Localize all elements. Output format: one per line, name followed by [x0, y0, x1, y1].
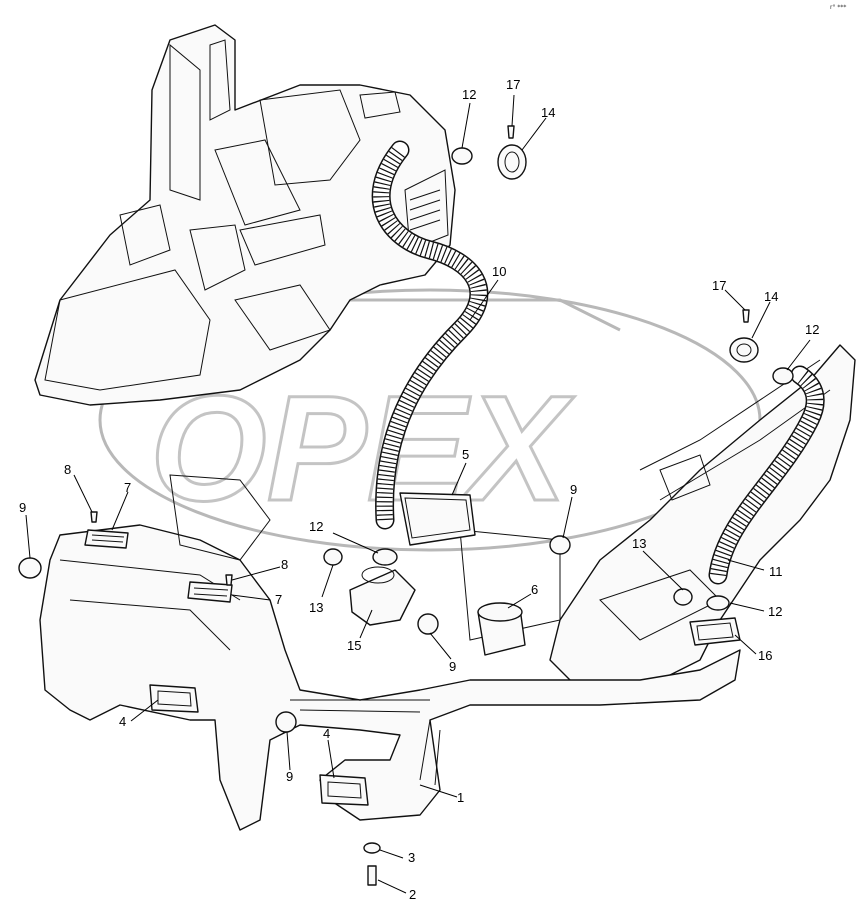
- clamp-12-center: [372, 548, 398, 566]
- callout-9-left: 9: [19, 500, 26, 515]
- callout-9-center: 9: [449, 659, 456, 674]
- filter-box-5: [399, 492, 476, 546]
- callout-7-lower: 7: [275, 592, 282, 607]
- callout-4-center: 4: [323, 726, 330, 741]
- hose-11: [708, 365, 825, 585]
- plug-9-center: [417, 613, 439, 635]
- screw-8-upper: [90, 511, 98, 523]
- outlet-4-center: [319, 774, 369, 806]
- vent-grille-7-upper: [84, 529, 129, 549]
- callout-6: 6: [531, 582, 538, 597]
- callout-10: 10: [492, 264, 506, 279]
- washer-3: [363, 842, 381, 854]
- leader-lines: [25, 94, 811, 894]
- callout-4-left: 4: [119, 714, 126, 729]
- outlet-4-left: [149, 684, 199, 713]
- grommet-14-upper: [497, 144, 527, 180]
- callout-9-right: 9: [570, 482, 577, 497]
- callout-12-lower: 12: [768, 604, 782, 619]
- callout-17-upper: 17: [506, 77, 520, 92]
- dashboard-housing: [34, 24, 456, 406]
- hose-10: [371, 140, 489, 530]
- callout-13-left: 13: [309, 600, 323, 615]
- callout-2: 2: [409, 887, 416, 902]
- cap-13-left: [323, 548, 343, 566]
- callout-16: 16: [758, 648, 772, 663]
- clamp-12-right: [772, 367, 794, 385]
- gasket-16: [689, 617, 741, 646]
- callout-8-lower: 8: [281, 557, 288, 572]
- callout-13-right: 13: [632, 536, 646, 551]
- small-parts: [18, 125, 794, 886]
- corner-mark: r° ***: [830, 4, 846, 11]
- callout-14-upper: 14: [541, 105, 555, 120]
- plug-9-right: [549, 535, 571, 555]
- callout-labels: 12 17 14 10 17 14 12 5 9 8 7 9 12 13 8 1…: [19, 77, 819, 902]
- elbow-15: [349, 566, 416, 626]
- callout-11: 11: [769, 564, 783, 579]
- clamp-12-lower: [706, 595, 730, 611]
- callout-14-right: 14: [764, 289, 778, 304]
- callout-9-lower: 9: [286, 769, 293, 784]
- bolt-2: [367, 865, 377, 886]
- callout-15: 15: [347, 638, 361, 653]
- screw-17-right: [742, 309, 750, 323]
- callout-12-right: 12: [805, 322, 819, 337]
- plug-9-left: [18, 557, 42, 579]
- callout-12-upper: 12: [462, 87, 476, 102]
- callout-1: 1: [457, 790, 464, 805]
- callout-5: 5: [462, 447, 469, 462]
- callout-17-right: 17: [712, 278, 726, 293]
- callout-7-upper: 7: [124, 480, 131, 495]
- clamp-12-upper: [451, 147, 473, 165]
- callout-12-center: 12: [309, 519, 323, 534]
- callout-3: 3: [408, 850, 415, 865]
- cap-13-right: [673, 588, 693, 606]
- callout-8-upper: 8: [64, 462, 71, 477]
- screw-17-upper: [507, 125, 515, 139]
- connector-6: [477, 602, 526, 656]
- vent-grille-7-lower: [187, 581, 233, 603]
- screw-8-lower: [225, 574, 233, 586]
- grommet-14-right: [729, 337, 759, 363]
- plug-9-lower: [275, 711, 297, 733]
